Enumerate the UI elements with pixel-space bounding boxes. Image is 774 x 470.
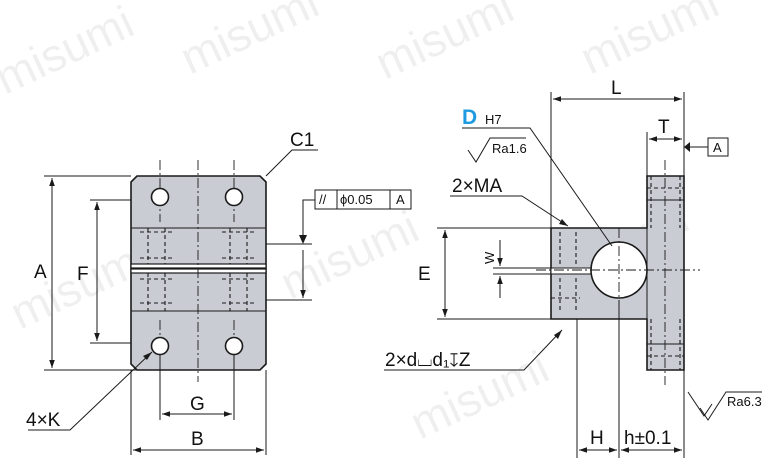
watermark: misumi [367,0,521,89]
bore-label: D [462,106,477,129]
roughness-leader [687,391,713,417]
dim-h-small-label: h±0.1 [624,428,671,449]
roughness-symbol [467,137,526,163]
parallelism-symbol: // [319,192,327,207]
dim-l-label: L [611,78,622,99]
leader-arrow [559,219,568,226]
hidden-lines [551,176,684,370]
leader-arrow [143,352,152,360]
dim-g-label: G [190,394,205,415]
bore-leader [462,127,613,247]
watermark-group: misumi misumi misumi misumi misumi misum… [0,0,726,449]
chamfer-label: C1 [290,130,314,151]
datum-label: A [713,140,722,155]
surface-roughness: Ra6.3 [727,394,762,409]
hidden-screw-holes [140,228,255,311]
slit [550,267,594,275]
datum-triangle [684,142,690,152]
watermark: misumi [572,0,726,84]
screw-label: 2×MA [452,176,502,197]
counterbore-leader [384,329,563,371]
mounting-hole [224,336,244,356]
dim-b-label: B [191,429,204,450]
datum-box [707,137,729,157]
leader-arrow [554,330,562,339]
right-view: L T A D H7 Ra1.6 2×MA E W 2× [384,78,762,458]
counterbore-label: 2×d⌴d₁↧Z [385,350,471,371]
parallelism-datum: A [396,192,405,207]
mounting-hole [150,336,170,356]
parallelism-frame: // ϕ0.05 A [266,189,412,301]
holes-leader [28,351,153,431]
roughness-symbol [699,391,762,421]
dim-a-label: A [34,262,47,283]
bore-roughness: Ra1.6 [492,141,527,156]
bore-tolerance: H7 [485,112,502,127]
holes-label: 4×K [26,410,61,431]
watermark: misumi [272,200,426,309]
mounting-hole [224,187,244,207]
chamfer-leader [265,149,318,177]
mounting-hole [150,187,170,207]
dim-f-label: F [77,264,89,285]
dim-h-label: H [590,428,604,449]
dim-t-label: T [658,117,670,138]
dim-w-label: W [482,251,497,264]
screw-leader [450,195,569,227]
parallelism-tolerance: ϕ0.05 [340,192,373,207]
left-view: C1 A F G B 4×K // ϕ0.05 A [26,130,412,455]
watermark: misumi [0,0,141,104]
watermark: misumi [172,0,326,84]
dim-e-label: E [418,264,431,285]
